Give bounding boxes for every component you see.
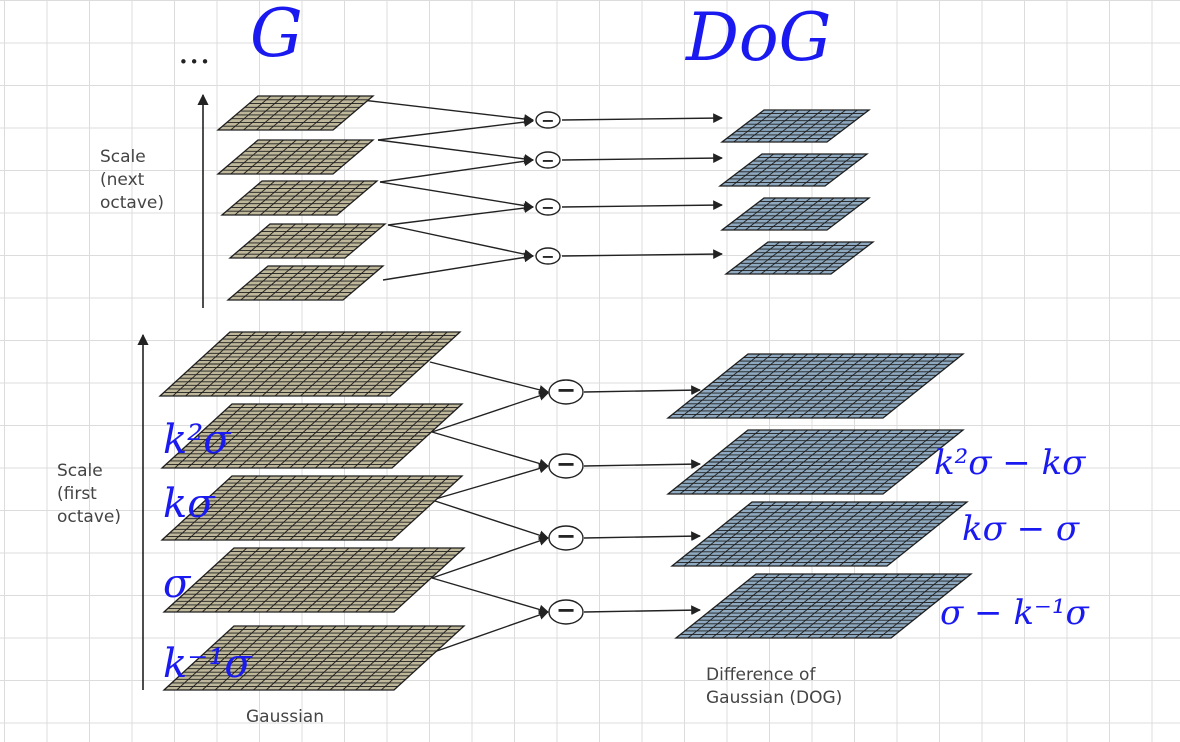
next-octave-subtract-1: −: [535, 111, 561, 130]
arrow-ng5-op4: [382, 252, 534, 281]
arrow-ng2-op2: [377, 139, 534, 164]
arrow-nop1-dog: [561, 113, 723, 124]
next-octave-gaussian-plane-2: [216, 139, 375, 175]
dog-label-ksigma-minus-sigma: kσ − σ: [962, 509, 1080, 549]
sigma-label-1: σ: [163, 561, 191, 607]
sigma-label-k2: k²σ: [163, 417, 231, 463]
minus-symbol: −: [556, 376, 576, 404]
minus-symbol: −: [541, 151, 554, 170]
arrow-g3-op2: [431, 463, 549, 501]
first-octave-gaussian-plane-1: [158, 331, 462, 397]
minus-symbol: −: [556, 522, 576, 550]
first-octave-axis-label: Scale (first octave): [57, 461, 121, 527]
minus-symbol: −: [541, 198, 554, 217]
minus-symbol: −: [556, 450, 576, 478]
gaussian-symbol: G: [250, 0, 303, 72]
arrow-op1-dog: [583, 385, 701, 396]
dog-label-sigma-minus-kinvsigma: σ − k⁻¹σ: [940, 593, 1089, 633]
next-octave-dog-plane-2: [718, 153, 869, 187]
first-octave-subtract-1: −: [548, 376, 584, 405]
next-octave-dog-plane-1: [720, 109, 871, 143]
first-octave-subtract-4: −: [548, 596, 584, 625]
next-octave-gaussian-plane-5: [226, 265, 385, 301]
gaussian-caption: Gaussian: [246, 707, 324, 727]
arrow-ng4-op3: [387, 203, 534, 226]
first-octave-subtract-3: −: [548, 522, 584, 551]
arrow-g1-op1: [429, 361, 549, 395]
arrow-nop2-dog: [561, 153, 723, 164]
next-octave-gaussian-plane-3: [220, 180, 379, 216]
minus-symbol: −: [556, 596, 576, 624]
sigma-label-kinv: k⁻¹σ: [163, 641, 252, 687]
arrow-g2-op1: [431, 391, 549, 433]
arrow-g3-op3: [431, 499, 549, 540]
next-octave-subtract-2: −: [535, 151, 561, 170]
first-octave-dog-plane-4: [674, 573, 973, 639]
arrow-g2-op2: [431, 431, 549, 469]
next-octave-gaussian-plane-4: [228, 223, 387, 259]
arrow-ng3-op3: [379, 181, 534, 211]
arrow-ng3-op2: [379, 156, 534, 183]
next-octave-dog-plane-3: [720, 197, 871, 231]
next-octave-gaussian-plane-1: [216, 95, 375, 131]
first-octave-dog-plane-3: [670, 501, 969, 567]
minus-symbol: −: [541, 247, 554, 266]
arrow-ng1-op1: [361, 99, 534, 124]
arrow-ng2-op1: [377, 117, 534, 141]
arrow-g4-op3: [431, 536, 549, 579]
dog-label-k2sigma-minus-ksigma: k²σ − kσ: [934, 443, 1086, 483]
first-octave-dog-plane-2: [666, 429, 965, 495]
next-octave-subtract-3: −: [535, 198, 561, 217]
arrow-ng4-op4: [387, 224, 534, 259]
arrow-nop3-dog: [561, 200, 723, 211]
minus-symbol: −: [541, 111, 554, 130]
sigma-label-k: kσ: [163, 481, 215, 527]
first-octave-gaussian-plane-5: [162, 625, 466, 691]
first-octave-gaussian-plane-2: [160, 403, 464, 469]
dog-caption: Difference of Gaussian (DOG): [706, 665, 843, 708]
first-octave-subtract-2: −: [548, 450, 584, 479]
arrow-nop4-dog: [561, 249, 723, 260]
next-octave-dog-plane-4: [724, 241, 875, 275]
arrow-op3-dog: [583, 531, 701, 542]
next-octave-axis-label: Scale (next octave): [100, 147, 164, 213]
first-octave-gaussian-plane-4: [162, 547, 466, 613]
first-octave-dog-plane-1: [666, 353, 965, 419]
next-octave-subtract-4: −: [535, 247, 561, 266]
arrow-op4-dog: [583, 605, 701, 616]
ellipsis: ...: [178, 32, 211, 72]
arrow-op2-dog: [583, 459, 701, 470]
arrow-g5-op4: [433, 610, 549, 653]
arrow-g4-op4: [431, 577, 549, 615]
dog-symbol: DoG: [686, 0, 832, 76]
first-octave-gaussian-plane-3: [160, 475, 464, 541]
